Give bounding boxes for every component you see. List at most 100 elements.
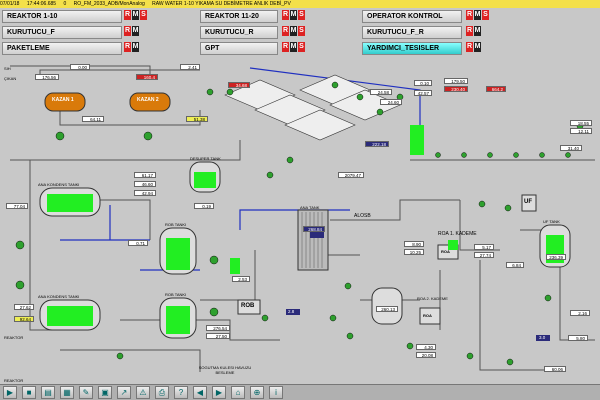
pumps[interactable] — [15, 81, 584, 366]
kazan-1-vessel[interactable] — [44, 92, 86, 112]
reactor-trays[interactable] — [224, 74, 401, 141]
manual-indicator[interactable]: M — [474, 26, 481, 36]
trend-icon[interactable]: ↗ — [117, 386, 131, 399]
stop-indicator[interactable]: S — [298, 26, 305, 36]
manual-indicator[interactable]: M — [132, 10, 139, 20]
value-0-71[interactable]: 0.71 — [128, 240, 148, 246]
nav-kurutucu-f[interactable]: KURUTUCU_F — [2, 26, 122, 39]
value-51-38[interactable]: 51.38 — [186, 116, 208, 122]
value-12-11[interactable]: 12.11 — [570, 128, 592, 134]
nav-gpt[interactable]: GPT — [200, 42, 278, 55]
run-indicator[interactable]: R — [124, 26, 131, 36]
nav-reaktor-1-10[interactable]: REAKTOR 1-10 — [2, 10, 122, 23]
stop-indicator[interactable]: S — [482, 10, 489, 20]
value-77-04[interactable]: 77.04 — [6, 203, 28, 209]
value-2-41[interactable]: 2.41 — [180, 64, 200, 70]
run-indicator[interactable]: R — [466, 42, 473, 52]
run-indicator[interactable]: R — [466, 10, 473, 20]
forward-icon[interactable]: ▶ — [212, 386, 226, 399]
value-92-64[interactable]: 92.64 — [14, 316, 34, 322]
report-icon[interactable]: ▣ — [98, 386, 112, 399]
help-icon[interactable]: ? — [174, 386, 188, 399]
value-0-19[interactable]: 0.19 — [194, 203, 214, 209]
nav-yardimci-tesisler[interactable]: YARDIMCI_TESISLER — [362, 42, 462, 55]
value-18-55[interactable]: 18.55 — [570, 120, 592, 126]
stop-indicator[interactable]: S — [298, 10, 305, 20]
run-indicator[interactable]: R — [466, 26, 473, 36]
value-60-06[interactable]: 60.06 — [544, 366, 566, 372]
nav-kurutucu-r[interactable]: KURUTUCU_R — [200, 26, 278, 39]
value-61-17[interactable]: 61.17 — [134, 172, 156, 178]
value-268-84[interactable]: 268.84 — [303, 226, 325, 232]
nav-operator-kontrol[interactable]: OPERATOR KONTROL — [362, 10, 462, 23]
value-8-90[interactable]: 8.90 — [404, 241, 424, 247]
value-24-60[interactable]: 24.60 — [380, 99, 402, 105]
nav-reaktor-11-20[interactable]: REAKTOR 11-20 — [200, 10, 278, 23]
nav-paketleme[interactable]: PAKETLEME — [2, 42, 122, 55]
stop-indicator[interactable]: S — [140, 10, 147, 20]
value-160-4[interactable]: 160.4 — [136, 74, 158, 80]
back-icon[interactable]: ◀ — [193, 386, 207, 399]
value-2079-47[interactable]: 2079.47 — [338, 172, 364, 178]
run-indicator[interactable]: R — [282, 42, 289, 52]
folder-icon[interactable]: ▤ — [41, 386, 55, 399]
value-0-00[interactable]: 0.00 — [70, 64, 90, 70]
ana-tank[interactable] — [297, 209, 329, 271]
value-5-17[interactable]: 5.17 — [474, 244, 494, 250]
zoom-icon[interactable]: ⊕ — [250, 386, 264, 399]
info-icon[interactable]: i — [269, 386, 283, 399]
play-icon[interactable]: ▶ — [3, 386, 17, 399]
value-24-58[interactable]: 24.58 — [370, 89, 392, 95]
value-5-80[interactable]: 5.80 — [568, 335, 588, 341]
manual-indicator[interactable]: M — [474, 10, 481, 20]
value-64-11[interactable]: 64.11 — [82, 116, 104, 122]
nav-kurutucu-f-r[interactable]: KURUTUCU_F_R — [362, 26, 462, 39]
run-indicator[interactable]: R — [124, 42, 131, 52]
manual-indicator[interactable]: M — [132, 42, 139, 52]
rob-unit[interactable] — [237, 299, 261, 315]
value-179-50[interactable]: 179.50 — [444, 78, 468, 84]
kazan-2-vessel[interactable] — [129, 92, 171, 112]
value-2-16[interactable]: 2.16 — [570, 310, 590, 316]
value-46-60[interactable]: 46.60 — [134, 181, 156, 187]
value-10-25[interactable]: 10.25 — [404, 249, 424, 255]
value-2-53[interactable]: 2.53 — [232, 276, 250, 282]
value-27-74[interactable]: 27.74 — [474, 252, 494, 258]
manual-indicator[interactable]: M — [474, 42, 481, 52]
value-664-2[interactable]: 664.2 — [486, 86, 506, 92]
value-230-40[interactable]: 230.40 — [444, 86, 468, 92]
manual-indicator[interactable]: M — [290, 42, 297, 52]
value-276-54[interactable]: 276.54 — [206, 325, 230, 331]
uf-unit[interactable] — [521, 194, 537, 212]
doc-icon[interactable]: ▦ — [60, 386, 74, 399]
run-indicator[interactable]: R — [282, 10, 289, 20]
alarm-icon[interactable]: ⚠ — [136, 386, 150, 399]
value-42-94[interactable]: 42.94 — [134, 190, 156, 196]
run-indicator[interactable]: R — [124, 10, 131, 20]
value-27-50[interactable]: 27.50 — [206, 333, 230, 339]
value-176-56[interactable]: 176.56 — [35, 74, 59, 80]
home-icon[interactable]: ⌂ — [231, 386, 245, 399]
manual-indicator[interactable]: M — [290, 26, 297, 36]
value-20-08[interactable]: 20.08 — [416, 352, 436, 358]
run-indicator[interactable]: R — [282, 26, 289, 36]
manual-indicator[interactable]: M — [132, 26, 139, 36]
value-6-84[interactable]: 6.84 — [506, 262, 524, 268]
roa-unit-2[interactable] — [419, 307, 441, 325]
value-0-10[interactable]: 0.10 — [414, 80, 432, 86]
tools-icon[interactable]: ✎ — [79, 386, 93, 399]
value-4-30[interactable]: 4.30 — [416, 344, 436, 350]
stop-indicator[interactable]: S — [298, 42, 305, 52]
value-27-62[interactable]: 27.62 — [14, 304, 34, 310]
print-icon[interactable]: ⎙ — [155, 386, 169, 399]
value-222-18[interactable]: 222.18 — [365, 141, 389, 147]
value-236-39[interactable]: 236.39 — [546, 254, 566, 260]
value-34-68[interactable]: 34.68 — [228, 82, 250, 88]
value-42-57[interactable]: 42.57 — [414, 90, 432, 96]
value-260-13[interactable]: 260.13 — [376, 306, 398, 312]
stop-icon[interactable]: ■ — [22, 386, 36, 399]
manual-indicator[interactable]: M — [290, 10, 297, 20]
value-31-40[interactable]: 31.40 — [560, 145, 582, 151]
